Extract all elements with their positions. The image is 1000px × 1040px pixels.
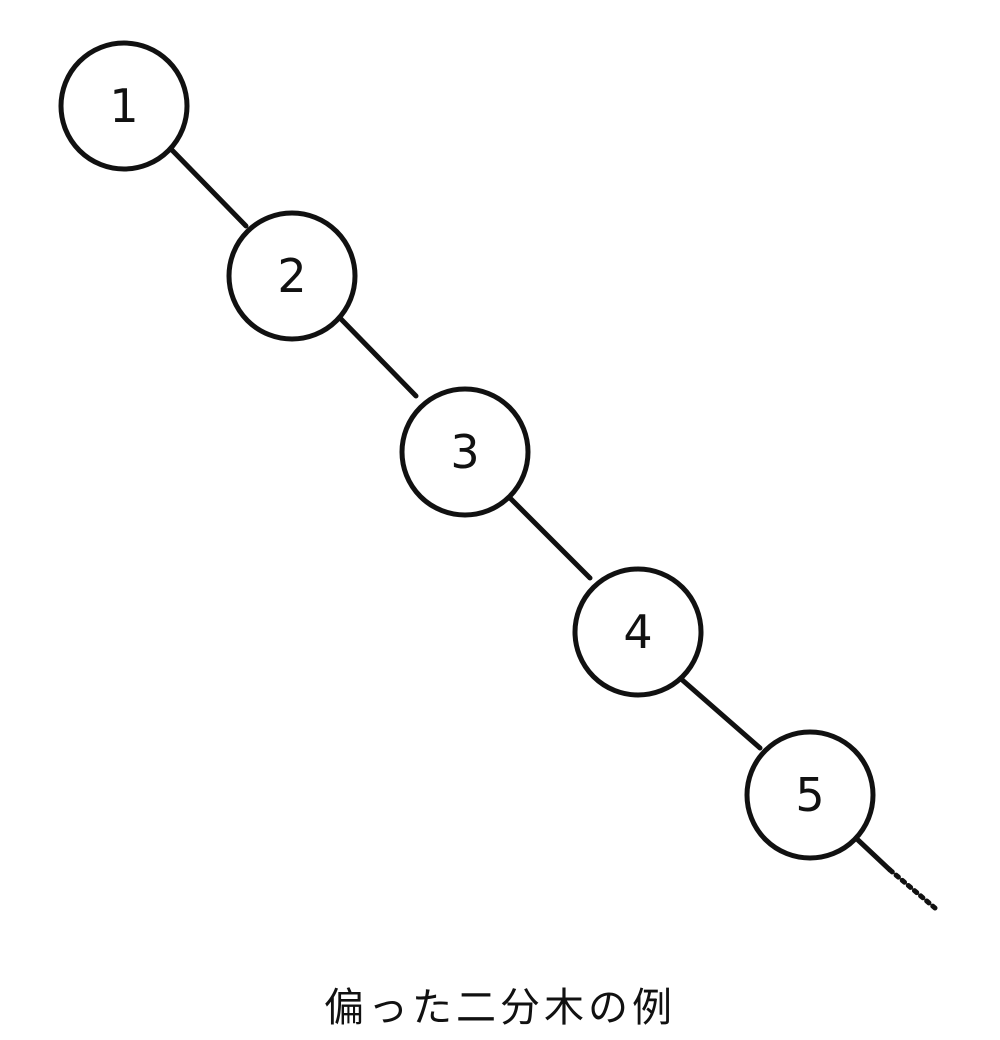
continuation-ellipsis (887, 867, 938, 911)
tree-node-3: 3 (399, 386, 531, 518)
tree-node-2: 2 (226, 210, 358, 342)
tree-node-4: 4 (572, 566, 704, 698)
edge-4-5 (677, 675, 763, 751)
edge-1-2 (167, 145, 249, 229)
edge-2-3 (337, 315, 419, 399)
edge-3-4 (507, 495, 593, 581)
node-label: 4 (623, 605, 652, 659)
node-label: 3 (450, 425, 479, 479)
edge-5-continuation (855, 837, 893, 873)
node-label: 1 (109, 79, 138, 133)
node-label: 2 (277, 249, 306, 303)
figure-caption: 偏った二分木の例 (324, 985, 676, 1031)
tree-node-1: 1 (58, 40, 190, 172)
node-label: 5 (795, 768, 824, 822)
tree-node-5: 5 (744, 729, 876, 861)
